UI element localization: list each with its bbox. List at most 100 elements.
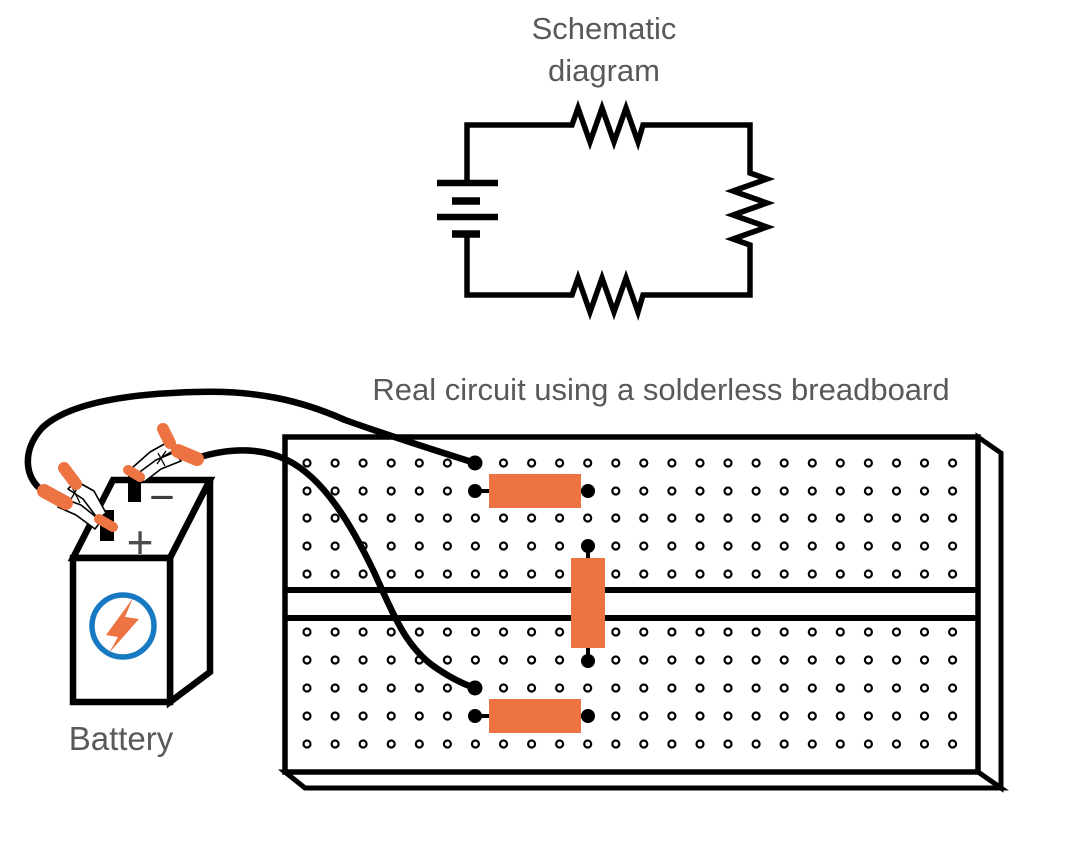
real-circuit: Real circuit using a solderless breadboa… xyxy=(24,372,1009,793)
breadboard-hole xyxy=(723,569,733,579)
breadboard-hole xyxy=(919,627,930,637)
breadboard-hole xyxy=(442,513,452,523)
breadboard-hole xyxy=(695,627,705,637)
breadboard-hole xyxy=(498,627,509,637)
breadboard-hole xyxy=(554,739,565,749)
breadboard-hole xyxy=(302,569,312,579)
breadboard-hole xyxy=(863,683,874,693)
breadboard-hole xyxy=(442,711,452,721)
breadboard-hole xyxy=(302,486,312,496)
breadboard-hole xyxy=(667,569,677,579)
breadboard-hole xyxy=(358,739,368,749)
breadboard-hole xyxy=(442,486,452,496)
breadboard-hole xyxy=(779,486,789,496)
breadboard-face xyxy=(282,434,981,775)
breadboard-hole xyxy=(807,655,817,665)
breadboard-hole xyxy=(386,655,396,665)
wire-end-dot xyxy=(467,680,483,696)
breadboard-hole xyxy=(414,683,424,693)
breadboard-hole xyxy=(891,655,902,665)
schematic-diagram: Schematic diagram xyxy=(437,11,776,321)
breadboard-hole xyxy=(470,627,480,637)
breadboard-hole xyxy=(498,683,509,693)
breadboard-hole xyxy=(807,458,817,468)
breadboard-hole xyxy=(414,486,424,496)
breadboard-hole xyxy=(751,541,761,551)
breadboard-hole xyxy=(947,458,958,468)
jumper-wire-positive xyxy=(24,388,479,495)
breadboard-hole xyxy=(695,458,705,468)
breadboard-hole xyxy=(583,739,593,749)
connection-dot xyxy=(468,709,482,723)
breadboard-hole xyxy=(779,655,789,665)
breadboard-hole xyxy=(947,683,958,693)
breadboard-hole xyxy=(891,458,902,468)
breadboard-hole xyxy=(751,683,761,693)
breadboard-hole xyxy=(526,683,537,693)
breadboard-hole xyxy=(639,569,649,579)
breadboard-hole xyxy=(358,683,368,693)
breadboard-hole xyxy=(498,655,509,665)
breadboard-hole xyxy=(526,739,537,749)
breadboard-hole xyxy=(358,655,368,665)
breadboard-hole xyxy=(779,683,789,693)
breadboard-hole xyxy=(835,739,845,749)
breadboard-hole xyxy=(667,541,677,551)
breadboard-hole xyxy=(639,513,649,523)
breadboard-hole xyxy=(695,569,705,579)
breadboard-side-right xyxy=(975,432,1004,793)
resistor-body xyxy=(489,474,581,508)
breadboard-hole xyxy=(751,458,761,468)
breadboard-hole xyxy=(330,486,340,496)
breadboard-hole xyxy=(667,655,677,665)
breadboard-hole xyxy=(358,627,368,637)
breadboard-hole xyxy=(723,486,733,496)
breadboard-hole xyxy=(751,627,761,637)
breadboard-hole xyxy=(442,541,452,551)
breadboard-hole xyxy=(639,486,649,496)
breadboard-hole xyxy=(302,739,312,749)
clip-handle-upper xyxy=(58,462,82,490)
breadboard-hole xyxy=(302,655,312,665)
breadboard-hole xyxy=(414,513,424,523)
breadboard-hole xyxy=(639,739,649,749)
breadboard-hole xyxy=(835,458,845,468)
breadboard-hole xyxy=(835,683,845,693)
breadboard-hole xyxy=(583,683,593,693)
breadboard-hole xyxy=(807,683,817,693)
alligator-clip-positive xyxy=(37,462,118,532)
resistor-horizontal-bottom xyxy=(468,699,595,733)
breadboard-hole xyxy=(554,655,565,665)
connection-dot xyxy=(581,484,595,498)
schematic-circuit-loop xyxy=(464,99,776,321)
breadboard-hole xyxy=(526,513,537,523)
breadboard-hole xyxy=(723,541,733,551)
breadboard-hole xyxy=(302,711,312,721)
breadboard-hole xyxy=(386,627,396,637)
breadboard-hole xyxy=(779,541,789,551)
breadboard-hole xyxy=(470,739,480,749)
breadboard-hole xyxy=(554,569,565,579)
breadboard-hole xyxy=(863,627,874,637)
resistor-vertical-middle xyxy=(571,539,605,668)
breadboard-hole xyxy=(554,627,565,637)
breadboard-hole xyxy=(302,627,312,637)
breadboard-hole xyxy=(695,683,705,693)
breadboard-hole xyxy=(835,627,845,637)
connection-dot xyxy=(468,484,482,498)
breadboard-hole xyxy=(302,458,312,468)
wire-end-dot xyxy=(467,455,483,471)
breadboard-hole xyxy=(470,513,480,523)
breadboard-hole xyxy=(695,711,705,721)
breadboard-hole xyxy=(667,683,677,693)
breadboard-hole xyxy=(835,711,845,721)
lightning-bolt-icon xyxy=(89,592,157,660)
breadboard-hole xyxy=(442,458,452,468)
breadboard-hole xyxy=(611,513,621,523)
breadboard-hole xyxy=(667,486,677,496)
breadboard-hole xyxy=(891,683,902,693)
breadboard-hole xyxy=(498,458,509,468)
schematic-title-line2: diagram xyxy=(548,53,660,88)
clip-handle-wire-side xyxy=(37,484,73,510)
